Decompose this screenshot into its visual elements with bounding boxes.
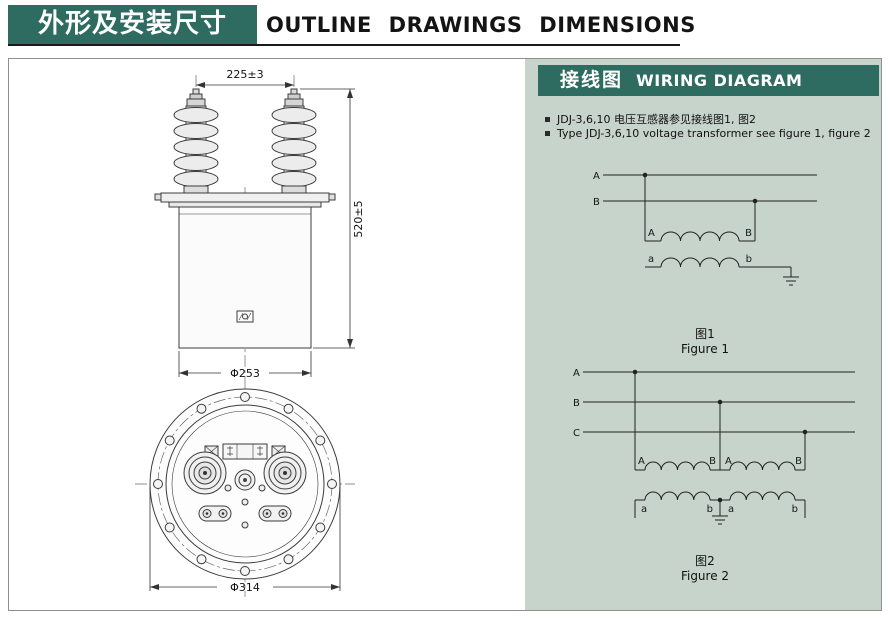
front-view: 225±3 <box>154 68 365 381</box>
dim-label-225: 225±3 <box>226 68 263 81</box>
wiring-note-2: Type JDJ-3,6,10 voltage transformer see … <box>545 127 871 140</box>
fig1-secondary-b: b <box>746 254 752 265</box>
fig1-bus-a: A <box>593 171 600 182</box>
flange-bolts <box>153 392 337 576</box>
bullet-square-icon <box>545 116 550 122</box>
ground-symbol <box>783 267 799 286</box>
wiring-note-1: JDJ-3,6,10 电压互感器参见接线图1, 图2 <box>545 111 756 127</box>
outline-drawings-panel: 225±3 <box>9 59 525 610</box>
wiring-note-2-text: Type JDJ-3,6,10 voltage transformer see … <box>557 127 871 140</box>
primary-terminal-right <box>263 451 307 495</box>
figure1-caption-en: Figure 1 <box>680 342 730 356</box>
wiring-panel: 接线图 WIRING DIAGRAM JDJ-3,6,10 电压互感器参见接线图… <box>525 59 881 610</box>
ground-symbol <box>712 500 728 525</box>
page-title-en: OUTLINE DRAWINGS DIMENSIONS <box>266 13 696 37</box>
fig2-secondary-2a: a <box>728 504 734 515</box>
fig1-bus-b: B <box>593 197 600 208</box>
wiring-note-1-text: JDJ-3,6,10 电压互感器参见接线图1, 图2 <box>557 113 757 126</box>
fig2-bus-b: B <box>573 398 580 409</box>
bullet-square-icon <box>545 131 550 136</box>
fig2-primary-2a: A <box>725 456 732 467</box>
dim-height: 520±5 <box>300 88 365 349</box>
fig2-bus-c: C <box>573 428 580 439</box>
figure1-diagram: A B A B a b <box>593 171 817 286</box>
center-bushing <box>224 469 266 492</box>
content-frame: 225±3 <box>8 58 882 611</box>
fig2-secondary-1b: b <box>707 504 713 515</box>
dim-body-diameter: Φ253 <box>178 351 312 380</box>
tank-body <box>178 206 312 349</box>
figure2-caption-cn: 图2 <box>695 554 715 568</box>
wiring-header-en: WIRING DIAGRAM <box>636 71 803 90</box>
tank-lid <box>154 192 336 208</box>
fig2-primary-1b: B <box>709 456 716 467</box>
primary-terminal-left <box>183 451 227 495</box>
page-title-cn: 外形及安装尺寸 <box>8 5 257 44</box>
fig1-primary-a: A <box>648 228 655 239</box>
dim-width-top: 225±3 <box>196 68 294 88</box>
fig1-secondary-a: a <box>648 254 654 265</box>
outline-drawing: 225±3 <box>135 68 365 597</box>
drain-plug <box>236 310 254 323</box>
secondary-terminals <box>198 498 292 529</box>
figure2-caption-en: Figure 2 <box>680 569 730 583</box>
figure2-caption: 图2 Figure 2 <box>645 554 765 584</box>
top-view: Φ314 <box>135 381 355 597</box>
fig2-primary-2b: B <box>795 456 802 467</box>
dim-flange-diameter: Φ314 <box>149 487 341 594</box>
fig2-bus-a: A <box>573 368 580 379</box>
insulator-right <box>271 88 317 195</box>
figure1-caption-cn: 图1 <box>695 327 715 341</box>
wiring-header-cn: 接线图 <box>560 69 624 91</box>
fig2-secondary-2b: b <box>792 504 798 515</box>
dim-label-314: Φ314 <box>230 581 260 594</box>
dim-label-253: Φ253 <box>230 367 260 380</box>
dim-label-520: 520±5 <box>352 200 365 237</box>
fig2-primary-1a: A <box>638 456 645 467</box>
figure2-diagram: A B C A B A B a b a b <box>573 368 855 525</box>
fig1-primary-b: B <box>745 228 752 239</box>
figure1-caption: 图1 Figure 1 <box>645 327 765 357</box>
wiring-header: 接线图 WIRING DIAGRAM <box>538 65 879 96</box>
insulator-left <box>173 88 219 195</box>
title-underline <box>8 44 680 46</box>
fig2-secondary-1a: a <box>641 504 647 515</box>
